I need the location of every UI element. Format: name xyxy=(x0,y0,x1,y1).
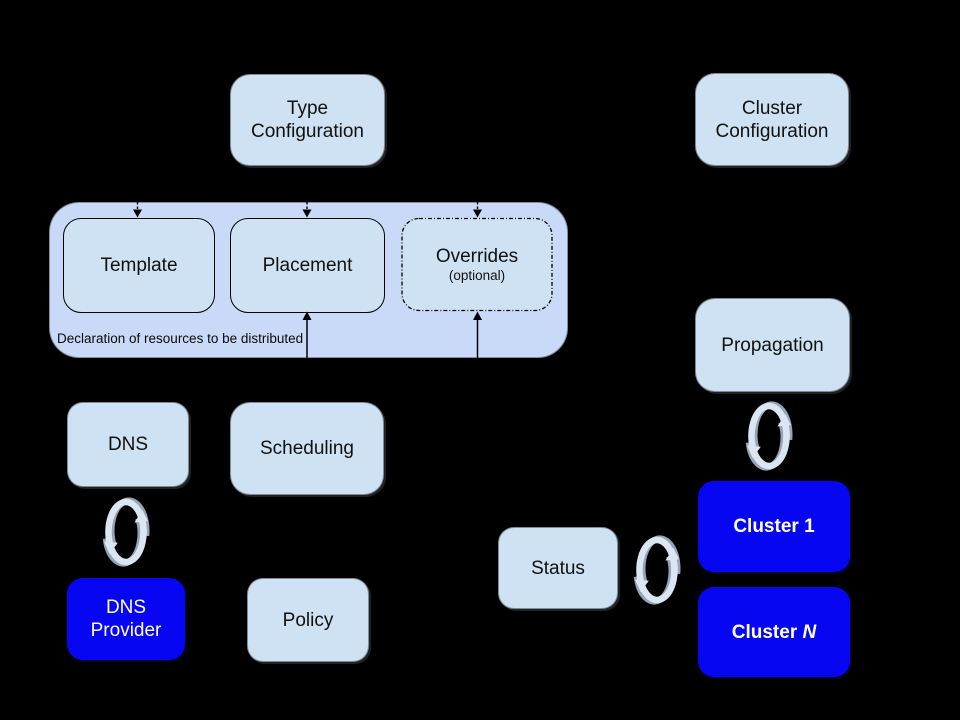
resource-declaration-caption: Declaration of resources to be distribut… xyxy=(57,331,304,346)
node-cluster-1: Cluster 1 xyxy=(698,481,850,572)
node-label: Configuration xyxy=(715,120,829,142)
node-scheduling: Scheduling xyxy=(230,402,384,495)
node-sublabel: (optional) xyxy=(448,268,506,283)
node-cluster-n: Cluster N xyxy=(698,587,850,677)
node-label: Placement xyxy=(262,255,353,276)
node-label: Scheduling xyxy=(259,438,355,459)
node-label: Policy xyxy=(282,609,334,631)
node-label: Propagation xyxy=(721,334,824,356)
node-label: Cluster xyxy=(741,97,803,119)
node-overrides: Overrides (optional) xyxy=(401,218,553,311)
sync-icon-propagation-cluster xyxy=(747,405,791,468)
node-dns-provider: DNS Provider xyxy=(67,578,185,660)
node-policy: Policy xyxy=(247,578,369,662)
node-label: Template xyxy=(100,255,178,276)
sync-icon-status-cluster xyxy=(635,539,679,602)
node-label: Configuration xyxy=(250,121,365,142)
node-cluster-configuration: Cluster Configuration xyxy=(695,73,849,166)
node-dns: DNS xyxy=(67,402,189,487)
node-label: Cluster 1 xyxy=(733,516,815,537)
node-template: Template xyxy=(63,218,215,313)
node-placement: Placement xyxy=(230,218,385,313)
node-label: Overrides xyxy=(435,246,519,267)
node-label: DNS xyxy=(107,434,149,455)
node-label: Type xyxy=(286,98,329,119)
node-propagation: Propagation xyxy=(695,298,850,392)
node-status: Status xyxy=(498,527,618,609)
node-label: Provider xyxy=(90,620,162,641)
sync-icon-dns-provider xyxy=(104,501,148,564)
node-label: Status xyxy=(531,557,585,579)
node-type-configuration: Type Configuration xyxy=(230,74,385,166)
node-label: DNS xyxy=(105,597,147,618)
node-label: Cluster N xyxy=(731,621,817,643)
